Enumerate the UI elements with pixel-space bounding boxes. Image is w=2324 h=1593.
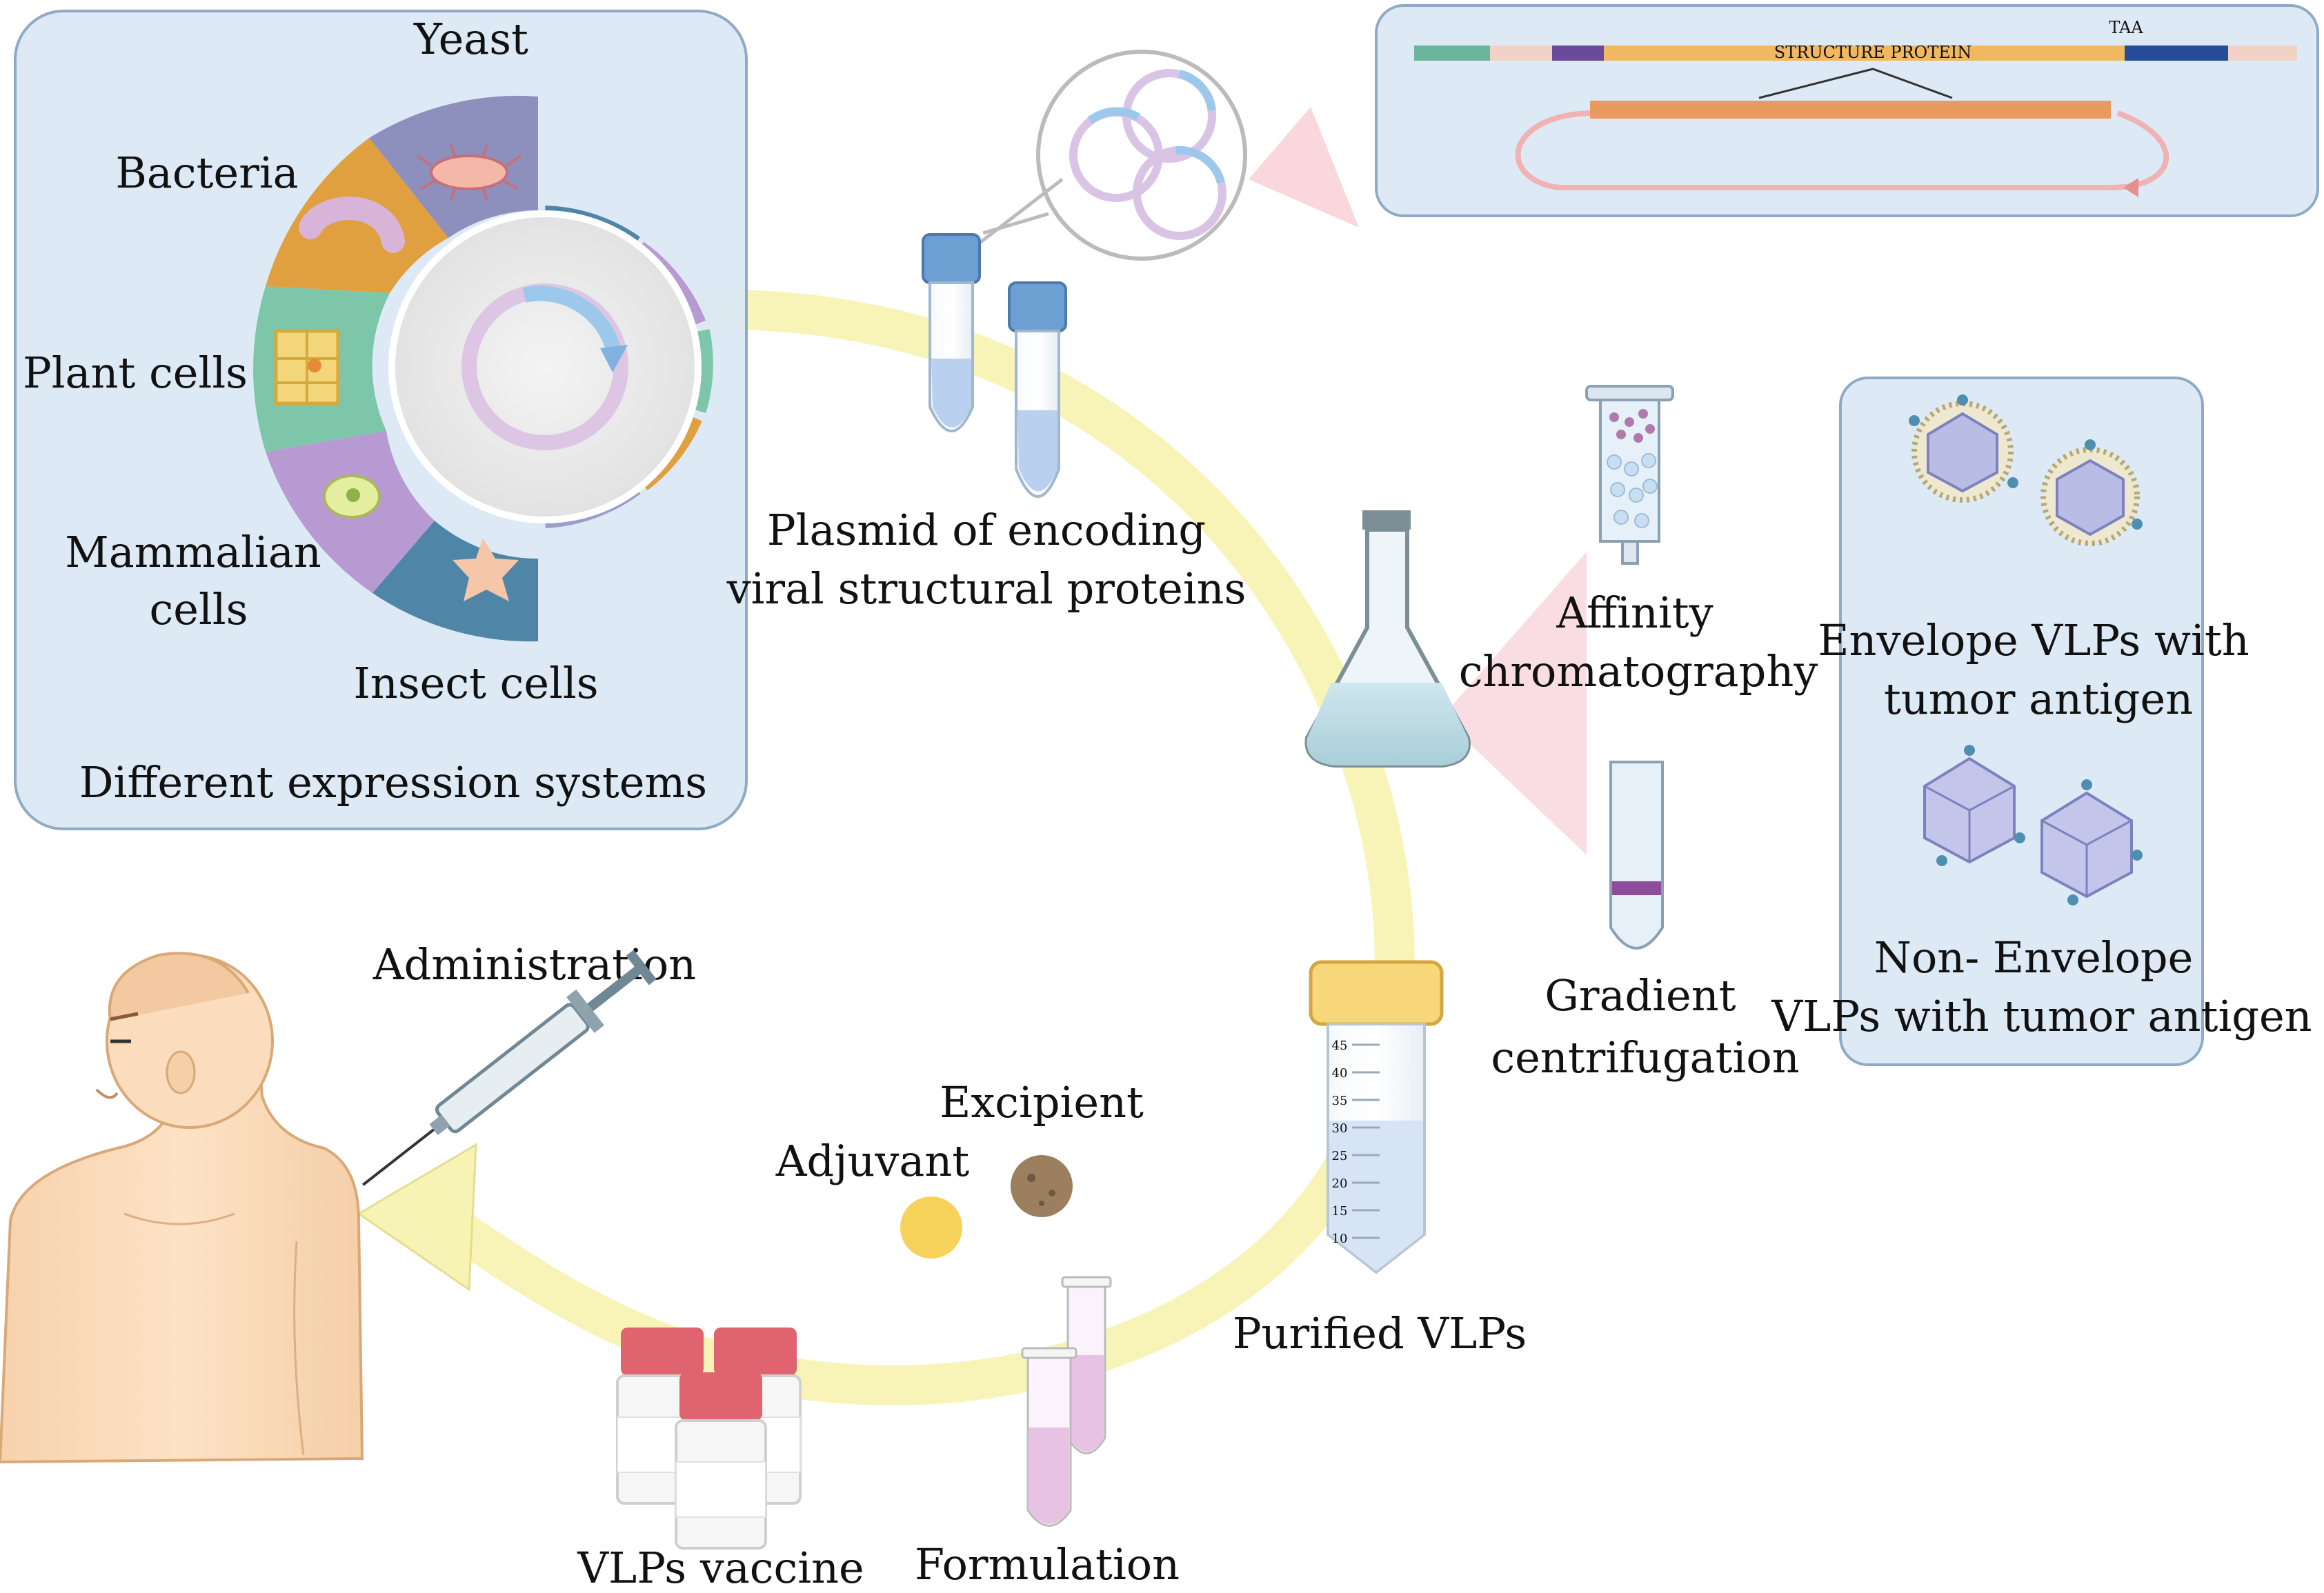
patient-figure — [0, 952, 364, 1464]
zoom-beam-purification — [1442, 552, 1587, 855]
plasmid-tube-1 — [922, 233, 981, 432]
mammalian-label: Mammalian — [65, 527, 321, 577]
insect-cell-icon — [453, 538, 519, 601]
adjuvant-label: Adjuvant — [775, 1136, 970, 1186]
vaccine-vials — [616, 1328, 802, 1550]
insect-sector — [373, 521, 538, 642]
tube-scale-label: 25 — [1332, 1149, 1348, 1163]
formulation-tubes — [1021, 1276, 1112, 1527]
construct-panel: TAA STRUCTURE PROTEIN — [1249, 4, 2319, 228]
structure-protein-label: STRUCTURE PROTEIN — [1774, 43, 1972, 62]
syringe-icon — [361, 950, 657, 1186]
tube-scale-label: 45 — [1332, 1039, 1348, 1053]
vector-loop-arrow — [2123, 178, 2138, 197]
vial-3 — [675, 1372, 767, 1550]
purified-vlps-tube: 45 40 35 30 25 20 15 10 — [1309, 960, 1444, 1274]
gradient-label-line2: centrifugation — [1491, 1032, 1799, 1083]
envelope-vlp-label-line2: tumor antigen — [1884, 674, 2193, 724]
plant-cell-icon — [274, 329, 340, 405]
mammalian-cells-label: cells — [150, 584, 248, 634]
tube-scale-label: 15 — [1332, 1204, 1348, 1219]
plant-cells-label: Plant cells — [23, 348, 248, 398]
purified-tube-scale: 45 40 35 30 25 20 15 10 — [1332, 1039, 1380, 1246]
non-envelope-vlp-icon-1 — [1923, 745, 2025, 866]
non-envelope-vlp-icon-2 — [2040, 779, 2143, 905]
vlps-vaccine-label: VLPs vaccine — [577, 1543, 864, 1590]
zoom-lines — [1758, 68, 1953, 99]
expression-systems-panel: Yeast Bacteria Plant cells Mammalian cel… — [14, 10, 748, 830]
magnified-plasmids — [1036, 50, 1247, 261]
affinity-label-line2: chromatography — [1459, 646, 1818, 697]
tube-scale-label: 20 — [1332, 1176, 1348, 1191]
purified-vlps-label: Purified VLPs — [1233, 1308, 1527, 1359]
plasmid-arrow-icon — [600, 345, 628, 372]
plasmid-disc — [388, 210, 702, 523]
non-envelope-vlp-label-line2: VLPs with tumor antigen — [1771, 991, 2312, 1041]
plasmid-tube-2 — [1008, 281, 1067, 498]
tube-scale-label: 40 — [1332, 1066, 1348, 1081]
tube-scale-label: 10 — [1332, 1232, 1348, 1246]
vlp-types-panel: Envelope VLPs with tumor antigen Non- En… — [1771, 377, 2312, 1066]
formulation-label: Formulation — [915, 1539, 1180, 1590]
tube-scale-label: 30 — [1332, 1121, 1348, 1136]
non-envelope-vlp-label-line1: Non- Envelope — [1874, 932, 2194, 983]
vector-loop — [1515, 110, 2169, 190]
mammalian-cell-icon — [323, 474, 381, 519]
envelope-vlp-icon-1 — [1909, 394, 2018, 503]
plasmid-label-line1: Plasmid of encoding — [767, 505, 1206, 555]
gene-construct-bar — [1414, 46, 2297, 61]
gradient-tube — [1609, 761, 1664, 950]
affinity-label-line1: Affinity — [1556, 588, 1713, 638]
tube-scale-label: 35 — [1332, 1094, 1348, 1108]
plasmid-insert-arc — [522, 285, 622, 354]
gradient-label-line1: Gradient — [1545, 970, 1736, 1021]
bacteria-label: Bacteria — [115, 148, 298, 198]
bacteria-icon — [299, 197, 405, 253]
plasmid-label-line2: viral structural proteins — [726, 563, 1247, 614]
envelope-vlp-label-line1: Envelope VLPs with — [1818, 615, 2249, 665]
culture-flask — [1304, 510, 1471, 768]
taa-label: TAA — [2109, 18, 2143, 37]
insect-cells-label: Insect cells — [353, 658, 598, 708]
yeast-label: Yeast — [413, 14, 528, 64]
excipient-particle-icon — [1011, 1155, 1073, 1217]
envelope-vlp-icon-2 — [2040, 439, 2143, 546]
insert-bar — [1590, 101, 2111, 119]
affinity-column — [1585, 385, 1674, 565]
yeast-cell-icon — [416, 144, 522, 201]
zoom-beam-construct — [1249, 107, 1359, 228]
plasmid-tubes — [922, 50, 1247, 498]
expression-systems-caption: Different expression systems — [79, 757, 707, 808]
excipient-label: Excipient — [940, 1077, 1144, 1128]
adjuvant-particle-icon — [900, 1196, 962, 1259]
expression-wheel — [253, 95, 713, 642]
